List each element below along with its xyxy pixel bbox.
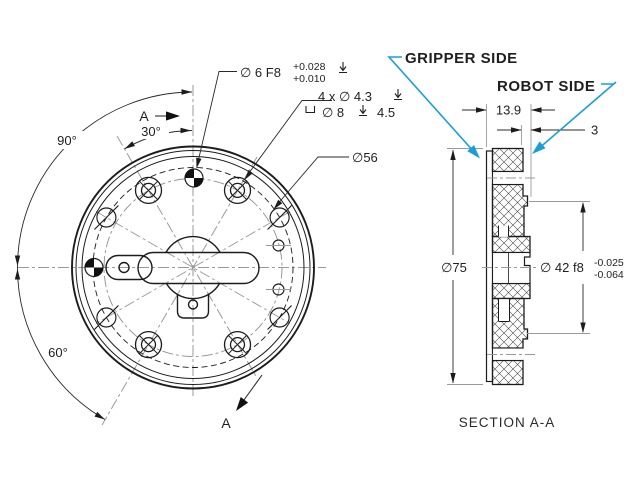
gripper-side-label: GRIPPER SIDE [405, 50, 518, 67]
diagonal-centerline-2 [101, 156, 258, 426]
central-slot [105, 235, 260, 319]
robot-plate-label: 3 [591, 123, 598, 138]
centerlines [18, 85, 326, 426]
slot-main [137, 251, 260, 285]
pilot-tol-upper: -0.025 [594, 257, 624, 269]
angle-90-label: 90° [57, 133, 77, 148]
section-centerlines [482, 177, 541, 355]
threaded-hole [93, 205, 119, 230]
outer-rim-circle [71, 145, 315, 390]
bolt-holes-line1: 4 x ∅ 4.3 [318, 89, 372, 104]
cbore-hole [223, 176, 252, 205]
outer-diameter-label: ∅75 [441, 260, 467, 275]
gripper-plate [485, 150, 494, 383]
section-title: SECTION A-A [459, 415, 556, 430]
section-marker-a-top: A [139, 108, 149, 124]
tab-hole [187, 299, 199, 310]
boss-ring [491, 282, 531, 300]
dim-robot-plate: 3 [497, 123, 598, 145]
plate-circles [71, 145, 315, 390]
cbore-hole [134, 176, 163, 205]
callout-dowel-hole: ∅ 6 F8 +0.028 +0.010 [193, 61, 348, 170]
section-marker-a-bottom: A [221, 415, 231, 431]
dowel-datum-targets [84, 168, 204, 278]
counterbore-icon [305, 105, 316, 114]
front-view: 90° 30° 60° A A ∅ 6 F8 +0.028 +0.010 4 x [14, 61, 403, 431]
callout-bolt-circle: ∅56 [271, 150, 378, 212]
threaded-hole [93, 305, 119, 330]
overall-width-label: 13.9 [496, 103, 521, 118]
center-boss-arc-bottom [165, 283, 221, 300]
cbore-hole [223, 330, 252, 359]
datum-target-left [84, 257, 104, 278]
boss-ring [491, 235, 531, 254]
dim-outer-diameter: ∅75 [441, 148, 483, 385]
pilot-tol-lower: -0.064 [594, 269, 624, 281]
depth-icon [393, 88, 403, 101]
bottom-tab [176, 293, 210, 319]
depth-icon [358, 104, 368, 117]
diagonal-centerline-4 [95, 211, 291, 324]
small-holes [266, 239, 291, 296]
threaded-holes [93, 205, 293, 330]
slot-left-hole [118, 261, 130, 274]
robot-side-label: ROBOT SIDE [497, 78, 595, 95]
bolt-holes-line2-depth: 4.5 [377, 105, 395, 120]
threaded-hole [267, 205, 293, 230]
depth-icon [338, 61, 348, 74]
angle-dimensions: 90° 30° 60° [14, 89, 193, 422]
dowel-tol-upper: +0.028 [293, 61, 326, 73]
slot-left-extension [105, 254, 153, 281]
bolt-circle-label: ∅56 [352, 150, 378, 165]
dowel-callout-text: ∅ 6 F8 [240, 65, 281, 80]
body-block [491, 147, 524, 173]
recess-circle [81, 156, 305, 379]
threaded-hole [267, 305, 293, 330]
pilot-diameter-label: ∅ 42 f8 [540, 260, 584, 275]
counterbored-holes [134, 176, 252, 359]
dowel-tol-lower: +0.010 [293, 73, 326, 85]
rim-inner-circle [75, 150, 311, 385]
body-block [491, 183, 529, 238]
angle-30-label: 30° [141, 124, 161, 139]
body-block [491, 359, 524, 386]
center-boss-arc-top [165, 235, 221, 253]
bolt-holes-line2-dia: ∅ 8 [322, 105, 344, 120]
section-view: ∅75 13.9 3 [387, 50, 624, 430]
dim-pilot-diameter: ∅ 42 f8 -0.025 -0.064 [527, 201, 624, 334]
diagonal-centerline-3 [95, 211, 291, 324]
angle-60-label: 60° [48, 345, 68, 360]
bolt-circle [103, 178, 283, 357]
cbore-hole [134, 330, 163, 359]
section-cut-markers: A A [139, 108, 263, 431]
slot-void [493, 253, 530, 283]
side-labels: GRIPPER SIDE ROBOT SIDE [387, 50, 617, 162]
dim-overall-width: 13.9 [462, 103, 555, 197]
datum-target-top [184, 168, 204, 188]
callout-bolt-holes: 4 x ∅ 4.3 ∅ 8 4.5 [242, 88, 403, 182]
diagonal-centerline-1 [116, 135, 258, 379]
